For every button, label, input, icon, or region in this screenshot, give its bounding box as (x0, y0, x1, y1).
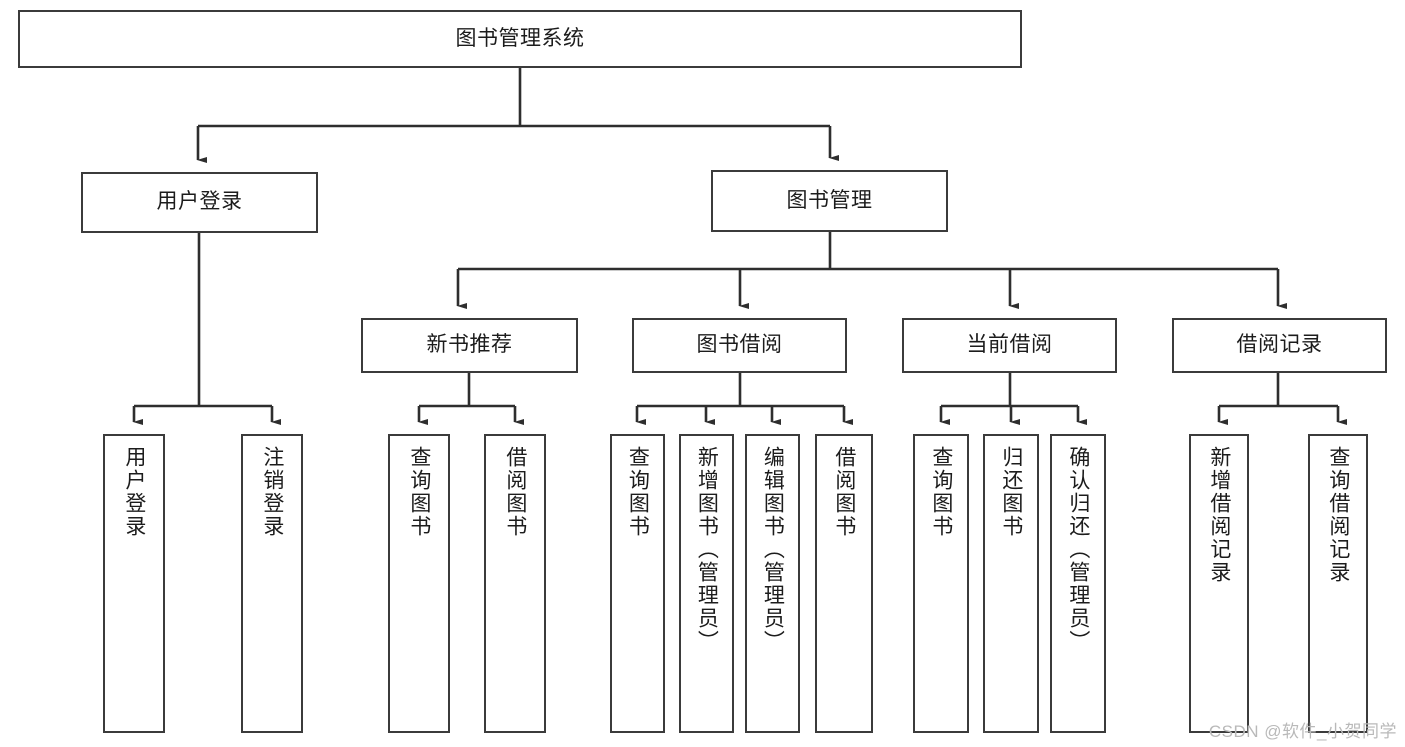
node-nbr-query-book-label: 查询图书 (407, 446, 431, 538)
node-bb-edit-book-label: 编辑图书（管理员） (761, 446, 785, 653)
node-bb-borrow-book[interactable]: 借阅图书 (815, 434, 873, 733)
node-bb-add-book-label: 新增图书（管理员） (695, 446, 719, 653)
node-user-logout-label: 注销登录 (260, 446, 284, 538)
node-user-login-label: 用户登录 (156, 190, 243, 214)
node-book-borrow[interactable]: 图书借阅 (632, 318, 847, 373)
node-book-management[interactable]: 图书管理 (711, 170, 948, 232)
node-bb-borrow-book-label: 借阅图书 (832, 446, 856, 538)
node-current-borrow[interactable]: 当前借阅 (902, 318, 1117, 373)
watermark-text: CSDN @软件_小贺同学 (1208, 722, 1397, 741)
node-book-management-label: 图书管理 (786, 188, 873, 212)
node-user-logout[interactable]: 注销登录 (241, 434, 303, 733)
node-user-login-do-label: 用户登录 (122, 446, 146, 538)
node-new-book-recommend[interactable]: 新书推荐 (361, 318, 578, 373)
node-bb-add-book[interactable]: 新增图书（管理员） (679, 434, 734, 733)
node-root-label: 图书管理系统 (455, 26, 585, 50)
node-new-book-recommend-label: 新书推荐 (426, 333, 513, 357)
node-bb-query-book-label: 查询图书 (626, 446, 650, 538)
node-nbr-borrow-book-label: 借阅图书 (503, 446, 527, 538)
node-nbr-borrow-book[interactable]: 借阅图书 (484, 434, 546, 733)
node-cb-confirm-return-label: 确认归还（管理员） (1066, 446, 1090, 653)
node-cb-return-book[interactable]: 归还图书 (983, 434, 1039, 733)
node-br-query-record-label: 查询借阅记录 (1326, 446, 1350, 584)
node-cb-return-book-label: 归还图书 (999, 446, 1023, 538)
node-current-borrow-label: 当前借阅 (966, 333, 1053, 357)
node-root[interactable]: 图书管理系统 (18, 10, 1022, 68)
node-borrow-records[interactable]: 借阅记录 (1172, 318, 1387, 373)
node-book-borrow-label: 图书借阅 (696, 333, 783, 357)
node-cb-query-book-label: 查询图书 (929, 446, 953, 538)
node-cb-query-book[interactable]: 查询图书 (913, 434, 969, 733)
node-br-query-record[interactable]: 查询借阅记录 (1308, 434, 1368, 733)
node-user-login[interactable]: 用户登录 (81, 172, 318, 233)
node-bb-query-book[interactable]: 查询图书 (610, 434, 665, 733)
node-br-add-record[interactable]: 新增借阅记录 (1189, 434, 1249, 733)
node-borrow-records-label: 借阅记录 (1236, 333, 1323, 357)
node-cb-confirm-return[interactable]: 确认归还（管理员） (1050, 434, 1106, 733)
node-user-login-do[interactable]: 用户登录 (103, 434, 165, 733)
node-bb-edit-book[interactable]: 编辑图书（管理员） (745, 434, 800, 733)
node-nbr-query-book[interactable]: 查询图书 (388, 434, 450, 733)
node-br-add-record-label: 新增借阅记录 (1207, 446, 1231, 584)
